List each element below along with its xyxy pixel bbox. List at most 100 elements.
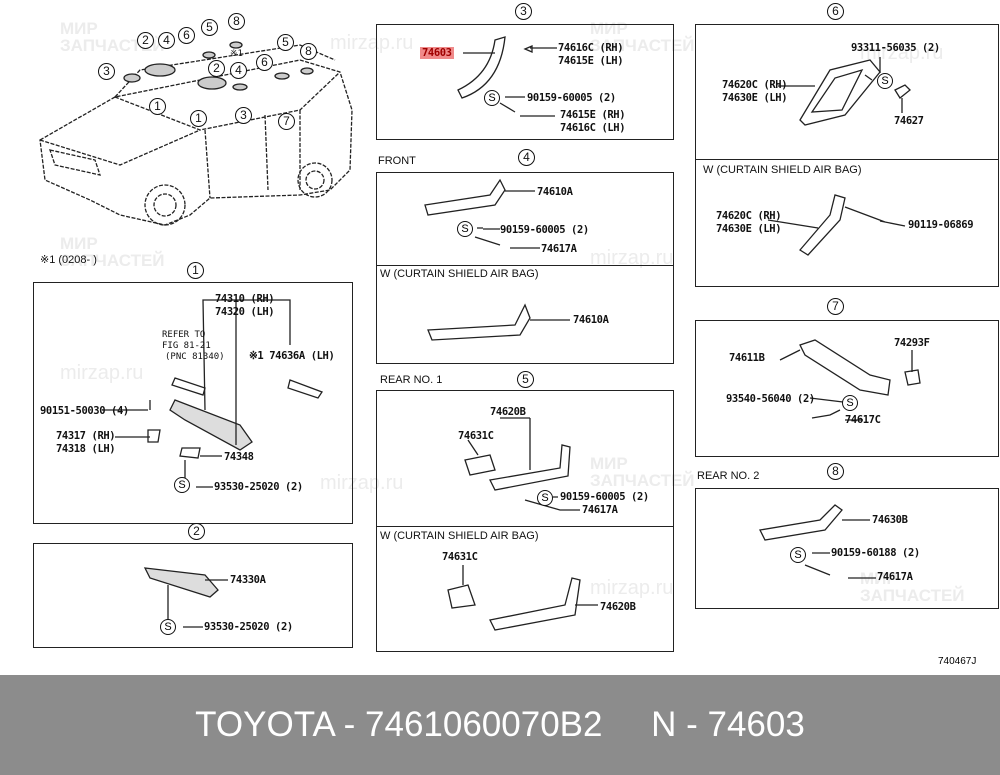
part-label[interactable]: 74617C <box>845 414 881 426</box>
part-label[interactable]: 74630E (LH) <box>716 223 782 235</box>
panel-5-frame <box>376 390 674 652</box>
part-label[interactable]: 90151-50030 (4) <box>40 405 129 417</box>
callout-4[interactable]: 4 <box>230 62 247 79</box>
panel-3-number: 3 <box>515 3 532 20</box>
part-label[interactable]: 74630B <box>872 514 908 526</box>
watermark-url: mirzap.ru <box>330 32 414 54</box>
part-label[interactable]: 74620B <box>600 601 636 613</box>
part-label[interactable]: 74330A <box>230 574 266 586</box>
part-label[interactable]: 93530-25020 (2) <box>214 481 303 493</box>
date-note: ※1 (0208- ) <box>40 254 97 266</box>
part-label[interactable]: 74610A <box>573 314 609 326</box>
callout-note-mark: ※1 <box>230 49 243 59</box>
panel-7-frame <box>695 320 999 457</box>
panel-5-header: REAR NO. 1 <box>380 374 443 386</box>
panel-4-subheader: W (CURTAIN SHIELD AIR BAG) <box>380 268 539 280</box>
callout-2[interactable]: 2 <box>137 32 154 49</box>
part-label[interactable]: 74620B <box>490 406 526 418</box>
part-label[interactable]: 74317 (RH) <box>56 430 116 442</box>
part-label[interactable]: 74615E (LH) <box>558 55 624 67</box>
callout-1[interactable]: 1 <box>149 98 166 115</box>
screw-symbol: S <box>537 490 553 506</box>
panel-4-header: FRONT <box>378 155 416 167</box>
screw-symbol: S <box>174 477 190 493</box>
panel-2-number: 2 <box>188 523 205 540</box>
callout-4[interactable]: 4 <box>158 32 175 49</box>
callout-3[interactable]: 3 <box>98 63 115 80</box>
callout-6[interactable]: 6 <box>178 27 195 44</box>
panel-3-frame <box>376 24 674 140</box>
part-label[interactable]: 74627 <box>894 115 924 127</box>
part-label[interactable]: 90119-06869 <box>908 219 974 231</box>
part-label[interactable]: 74620C (RH) <box>722 79 788 91</box>
callout-1[interactable]: 1 <box>190 110 207 127</box>
part-label[interactable]: 74617A <box>582 504 618 516</box>
screw-symbol: S <box>877 73 893 89</box>
part-label[interactable]: 74630E (LH) <box>722 92 788 104</box>
part-label[interactable]: 74348 <box>224 451 254 463</box>
callout-5[interactable]: 5 <box>201 19 218 36</box>
part-label[interactable]: 90159-60005 (2) <box>527 92 616 104</box>
screw-symbol: S <box>457 221 473 237</box>
part-label[interactable]: 93311-56035 (2) <box>851 42 940 54</box>
callout-2[interactable]: 2 <box>208 60 225 77</box>
part-number-caption: TOYOTA - 7461060070B2 N - 74603 <box>195 705 805 744</box>
panel-6-subheader: W (CURTAIN SHIELD AIR BAG) <box>703 164 862 176</box>
part-label[interactable]: 74293F <box>894 337 930 349</box>
vehicle-part-markers <box>123 41 314 91</box>
highlighted-part-label[interactable]: 74603 <box>420 47 454 59</box>
callout-8[interactable]: 8 <box>300 43 317 60</box>
panel-2-frame <box>33 543 353 648</box>
panel-6-divider <box>695 159 999 160</box>
screw-symbol: S <box>790 547 806 563</box>
callout-7[interactable]: 7 <box>278 113 295 130</box>
part-label[interactable]: 90159-60188 (2) <box>831 547 920 559</box>
part-label[interactable]: 93530-25020 (2) <box>204 621 293 633</box>
watermark-url: mirzap.ru <box>590 247 674 269</box>
part-label[interactable]: 74620C (RH) <box>716 210 782 222</box>
part-label[interactable]: 74616C (RH) <box>558 42 624 54</box>
callout-5[interactable]: 5 <box>277 34 294 51</box>
part-label[interactable]: 74631C <box>458 430 494 442</box>
part-label[interactable]: 74617A <box>541 243 577 255</box>
panel-4-divider <box>376 265 674 266</box>
part-label[interactable]: 74615E (RH) <box>560 109 626 121</box>
part-label[interactable]: 74610A <box>537 186 573 198</box>
watermark-url: mirzap.ru <box>590 577 674 599</box>
panel-8-frame <box>695 488 999 609</box>
watermark-url: mirzap.ru <box>60 362 144 384</box>
panel-8-number: 8 <box>827 463 844 480</box>
reference-note[interactable]: FIG 81-21 <box>162 341 211 351</box>
part-label[interactable]: 90159-60005 (2) <box>560 491 649 503</box>
screw-symbol: S <box>160 619 176 635</box>
footer-bar: TOYOTA - 7461060070B2 N - 74603 <box>0 675 1000 775</box>
part-label[interactable]: 74617A <box>877 571 913 583</box>
screw-symbol: S <box>484 90 500 106</box>
panel-6-frame <box>695 24 999 287</box>
callout-8[interactable]: 8 <box>228 13 245 30</box>
panel-4-number: 4 <box>518 149 535 166</box>
panel-1-number: 1 <box>187 262 204 279</box>
part-label[interactable]: 74611B <box>729 352 765 364</box>
panel-8-header: REAR NO. 2 <box>697 470 760 482</box>
part-label[interactable]: 74631C <box>442 551 478 563</box>
reference-note: (PNC 81340) <box>165 352 225 362</box>
part-label[interactable]: 74616C (LH) <box>560 122 626 134</box>
figure-code: 740467J <box>938 656 977 667</box>
part-label[interactable]: 74318 (LH) <box>56 443 116 455</box>
part-label[interactable]: 74320 (LH) <box>215 306 275 318</box>
part-label[interactable]: 90159-60005 (2) <box>500 224 589 236</box>
part-label[interactable]: ※1 74636A (LH) <box>249 350 335 362</box>
screw-symbol: S <box>842 395 858 411</box>
callout-3[interactable]: 3 <box>235 107 252 124</box>
panel-7-number: 7 <box>827 298 844 315</box>
panel-4-frame <box>376 172 674 364</box>
part-label[interactable]: 74310 (RH) <box>215 293 275 305</box>
watermark-url: mirzap.ru <box>860 42 944 64</box>
panel-5-subheader: W (CURTAIN SHIELD AIR BAG) <box>380 530 539 542</box>
part-label[interactable]: 93540-56040 (2) <box>726 393 815 405</box>
callout-6[interactable]: 6 <box>256 54 273 71</box>
